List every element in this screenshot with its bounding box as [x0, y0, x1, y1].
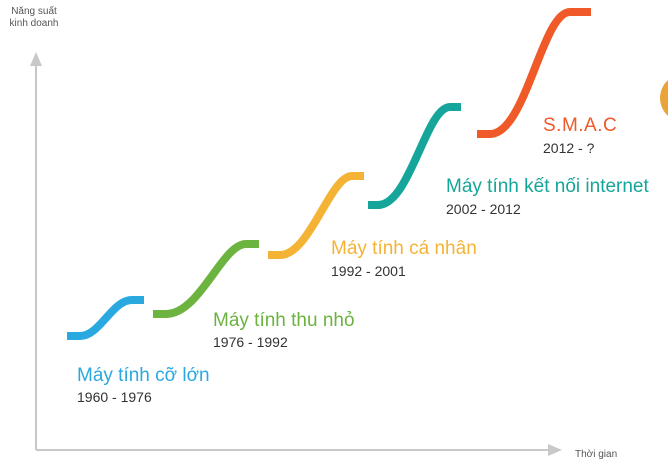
era-years-personal-computer: 1992 - 2001 — [331, 263, 406, 279]
era-name-personal-computer: Máy tính cá nhân — [331, 238, 477, 259]
era-curve-minicomputer — [153, 240, 259, 318]
era-name-minicomputer: Máy tính thu nhỏ — [213, 310, 355, 331]
era-name-smac: S.M.A.C — [543, 115, 618, 136]
era-curve-smac — [477, 8, 591, 138]
y-axis-label: Năng suất kinh doanh — [4, 6, 64, 30]
era-years-minicomputer: 1976 - 1992 — [213, 334, 288, 350]
x-axis-arrowhead — [548, 444, 562, 456]
era-years-internet: 2002 - 2012 — [446, 201, 521, 217]
era-curve-mainframe — [67, 296, 144, 340]
era-name-mainframe: Máy tính cỡ lớn — [77, 365, 210, 386]
y-axis-label-line1: Năng suất — [11, 6, 57, 17]
era-years-mainframe: 1960 - 1976 — [77, 389, 152, 405]
x-axis-label: Thời gian — [575, 449, 618, 460]
era-name-internet: Máy tính kết nối internet — [446, 176, 649, 197]
era-curve-internet — [368, 103, 461, 209]
partial-circle-decoration — [660, 80, 668, 116]
y-axis-arrowhead — [30, 52, 42, 66]
era-years-smac: 2012 - ? — [543, 140, 595, 156]
y-axis-label-line2: kinh doanh — [9, 18, 59, 29]
era-curve-personal-computer — [268, 172, 364, 259]
